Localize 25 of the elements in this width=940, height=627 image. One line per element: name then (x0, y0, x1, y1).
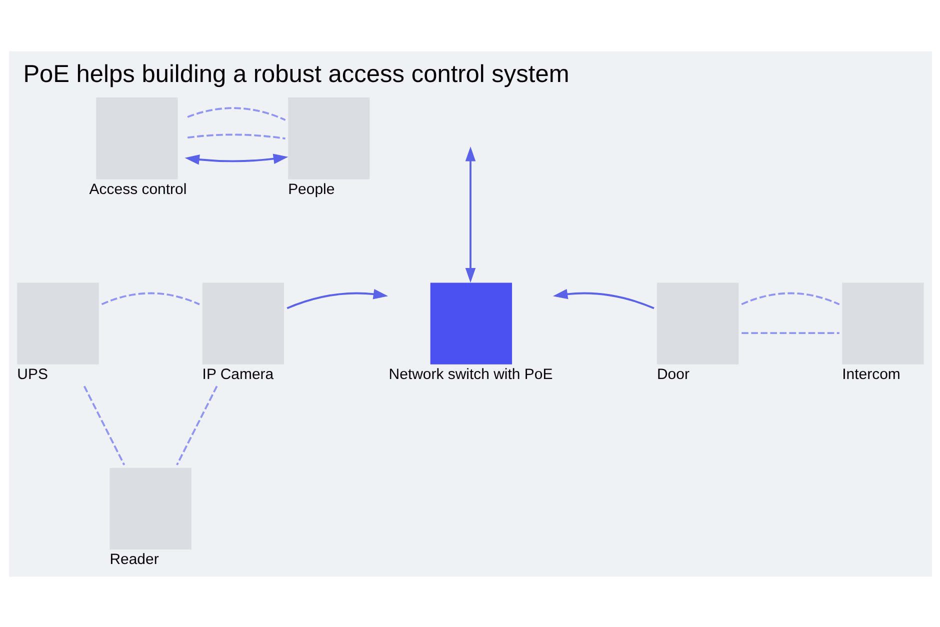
node-box (109, 467, 191, 550)
node-label: People (288, 180, 334, 198)
node-label: Intercom (842, 366, 900, 383)
arrow (464, 146, 476, 282)
node-label: IP Camera (202, 366, 274, 383)
connector (186, 133, 285, 140)
connector (82, 385, 125, 465)
arrow (184, 153, 288, 164)
connector (740, 292, 840, 305)
node-box (842, 282, 924, 364)
diagram-title: PoE helps building a robust access control system (22, 60, 569, 88)
node-label: Reader (109, 550, 158, 568)
connector (741, 332, 839, 334)
node-box (288, 97, 370, 179)
node-label: Network switch with PoE (388, 366, 552, 383)
node-label: Door (656, 366, 689, 383)
arrow (552, 288, 654, 309)
connector (100, 292, 200, 305)
node-label: Access control (88, 180, 186, 198)
connector (186, 106, 286, 120)
node-label: UPS (16, 366, 48, 383)
arrow (286, 288, 388, 309)
node-box (430, 282, 512, 364)
connector (176, 385, 218, 465)
node-box (202, 282, 284, 364)
